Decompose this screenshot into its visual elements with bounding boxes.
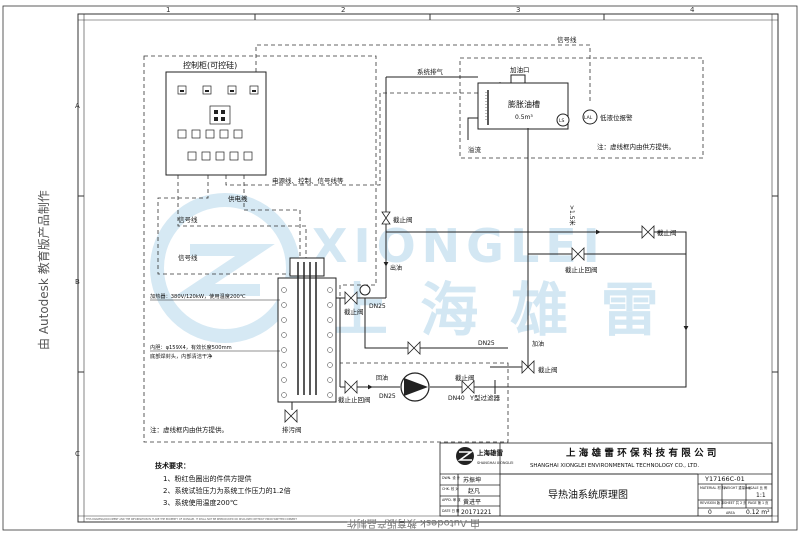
signal-line-label-b: 信号线 — [178, 253, 198, 262]
chk-value: 赵凡 — [468, 487, 480, 495]
dn25-label-b: DN25 — [478, 340, 495, 347]
column-label-1: 1 — [166, 6, 170, 14]
signal-line-label-top: 信号线 — [557, 35, 577, 44]
expansion-tank: 膨胀油槽 0.5m³ 加油口 系统排气 溢流 LS LAL 低液位报警 注：虚线… — [417, 65, 675, 154]
tank-title: 膨胀油槽 — [508, 99, 540, 109]
sheet-label: SHEET 共 2 页 — [724, 500, 747, 505]
weight-label: WEIGHT 重量(kg) — [724, 485, 752, 490]
revision-label: REVISION 版 本 — [700, 500, 725, 505]
company-watermark: XIONGLEI 上 海 雄 雷 — [150, 193, 665, 344]
drawing-frame — [2, 5, 798, 531]
row-label-b: B — [75, 278, 80, 286]
control-cabinet: 控制柜(可控硅) — [165, 60, 267, 176]
stop-valve-pump-icon — [461, 380, 475, 394]
column-label-3: 3 — [516, 6, 520, 14]
tech-requirement-item: 2、系统试验压力为系统工作压力的1.2倍 — [163, 486, 291, 495]
page-label: PAGE 第 1 页 — [748, 500, 769, 505]
logo-subtext: SHANGHAI XIONGLEI — [477, 461, 513, 465]
low-level-alarm-label: 低液位报警 — [600, 113, 633, 122]
heater-spec-1: 加热器：380V/120kW，使用温度200℃ — [150, 292, 246, 300]
scale-label: SCALE 比 例 — [748, 485, 768, 490]
return-label: 回油 — [376, 374, 388, 382]
slope-label: >1.5米 — [568, 205, 576, 226]
area-value: 0.12 m² — [746, 509, 770, 516]
dwn-label: DWN. 设 计 — [442, 475, 461, 480]
heater-spec-2: 内胆：φ159X4，有效长度500mm — [150, 343, 232, 351]
dn40-label: DN40 — [448, 395, 465, 402]
date-label: DATE 日 期 — [442, 508, 460, 513]
bottom-watermark: 由 Autodesk 教育版产品制作 — [347, 517, 480, 530]
logo-text: 上海雄雷 — [477, 448, 504, 457]
valve-label-stop-return-left: 截止止回阀 — [338, 395, 371, 404]
heater-spec-3: 底部焊封头，内部清洁干净 — [150, 352, 212, 360]
chk-label: CHK. 校 对 — [442, 486, 459, 491]
column-label-4: 4 — [690, 6, 695, 14]
tank-volume: 0.5m³ — [515, 114, 533, 121]
y-filter-label: Y型过滤器 — [469, 393, 500, 402]
tech-requirement-item: 3、系统使用温度200℃ — [163, 498, 238, 507]
supplier-boundary-tank — [459, 57, 704, 159]
valve-label-stop-top: 截止阀 — [393, 215, 413, 224]
valve-label-stop-right: 截止阀 — [657, 228, 677, 237]
date-value: 20171221 — [461, 509, 492, 516]
outlet-label: 出油 — [390, 264, 402, 272]
tank-note: 注：虚线框内由供方提供。 — [597, 142, 675, 151]
column-label-2: 2 — [341, 6, 345, 14]
valve-label-stop-pump: 截止阀 — [455, 373, 475, 382]
appd-label: APPD. 审 核 — [442, 497, 461, 502]
drain-valve-label: 排污阀 — [282, 425, 302, 434]
heater-note: 注：虚线框内由供方提供。 — [150, 425, 228, 434]
power-line-label: 供电线 — [228, 194, 248, 203]
circulation-pump — [400, 372, 430, 402]
stop-valve-right-icon — [641, 225, 655, 239]
stop-valve-refill-icon — [521, 360, 535, 374]
stop-valve-bypass-icon — [407, 341, 421, 355]
stop-valve-heater-icon — [344, 291, 358, 305]
vent-label: 系统排气 — [417, 67, 444, 76]
drain-valve-icon — [284, 409, 298, 423]
overflow-label: 溢流 — [468, 145, 482, 154]
title-block: 上海雄雷 SHANGHAI XIONGLEI 上 海 雄 雷 环 保 科 技 有… — [439, 442, 773, 517]
stop-valve-top-icon — [381, 211, 391, 225]
tech-requirements-title: 技术要求： — [155, 461, 190, 470]
dn25-label-a: DN25 — [369, 303, 386, 310]
electric-heater — [277, 257, 337, 410]
control-cabinet-title: 控制柜(可控硅) — [183, 60, 237, 70]
valve-label-stop-return-right: 截止止回阀 — [565, 265, 598, 274]
level-switch-icon — [556, 113, 570, 127]
tech-requirements: 技术要求： 1、粉红色圈出的件供方提供 2、系统试验压力为系统工作压力的1.2倍… — [155, 461, 291, 507]
watermark-chinese: 上 海 雄 雷 — [330, 276, 665, 344]
row-label-a: A — [75, 102, 80, 110]
lal-label: LAL — [584, 115, 593, 121]
watermark-latin: XIONGLEI — [312, 219, 606, 273]
level-alarm-icon — [582, 109, 598, 125]
drawing-title: 导热油系统原理图 — [548, 488, 628, 501]
fill-port-label: 加油口 — [510, 65, 530, 74]
signal-line-label-a: 信号线 — [178, 215, 198, 224]
valve-label-stop-heater: 截止阀 — [344, 307, 364, 316]
revision-value: 0 — [708, 509, 712, 516]
thermometer-icon — [359, 284, 371, 296]
valve-label-stop-refill: 截止阀 — [538, 365, 558, 374]
side-watermark: 由 Autodesk 教育版产品制作 — [36, 190, 51, 350]
bottom-fine-print: THIS DRAWING/DOCUMENT AND THE INFORMATIO… — [86, 518, 297, 521]
dwn-value: 苏振坤 — [463, 476, 481, 484]
tech-requirement-item: 1、粉红色圈出的件供方提供 — [163, 474, 251, 483]
area-label: AREA — [726, 511, 736, 515]
material-label: MATERIAL 材 料 — [700, 485, 726, 490]
dn25-label-c: DN25 — [379, 393, 396, 400]
drawing-number: Y17166C-01 — [704, 475, 745, 483]
appd-value: 黄进平 — [463, 498, 481, 506]
cable-label: 电源线、控制、信号线等 — [272, 176, 344, 185]
scale-value: 1:1 — [756, 492, 766, 499]
ls-label: LS — [559, 118, 565, 124]
stop-return-valve-left-icon — [344, 380, 358, 394]
row-label-c: C — [75, 450, 80, 458]
company-name-en: SHANGHAI XIONGLEI ENVIRONMENTAL TECHNOLO… — [530, 463, 699, 469]
refill-label: 加油 — [532, 340, 544, 348]
stop-return-valve-right-icon — [571, 247, 585, 261]
company-name-cn: 上 海 雄 雷 环 保 科 技 有 限 公 司 — [566, 447, 716, 459]
